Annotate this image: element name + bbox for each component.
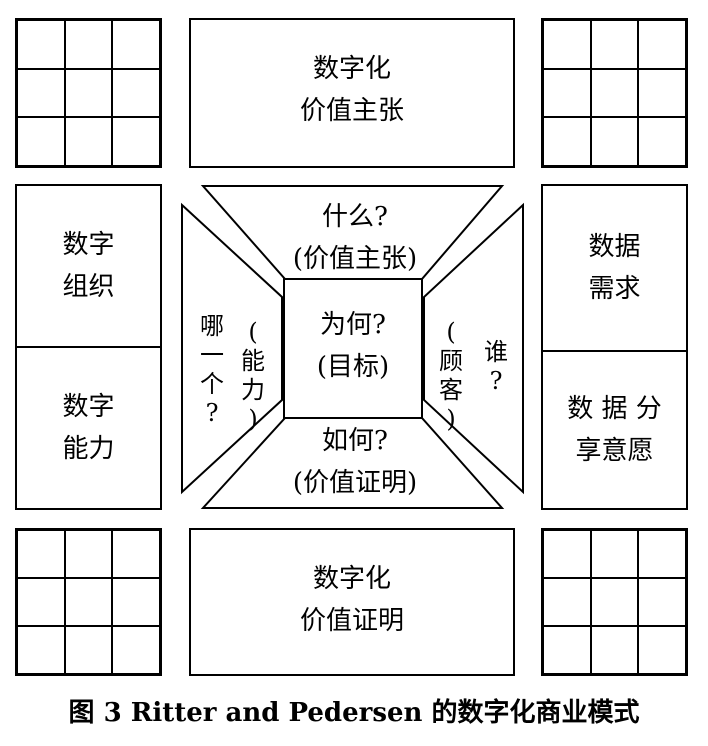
right-trapezoid [423,202,524,495]
data-demand-box: 数据 需求 [541,184,688,352]
data-demand-label: 数据 需求 [588,232,641,304]
left-trapezoid [181,202,283,495]
grid-top-right [541,18,688,168]
left-outer-vertical-label: 哪 一 个 ? [200,312,224,427]
digital-organization-label: 数字 组织 [62,230,115,302]
digital-value-proposition-label: 数字化 价值主张 [299,54,404,126]
figure-caption: 图 3 Ritter and Pedersen 的数字化商业模式 [68,698,640,728]
digital-value-proof-label: 数字化 价值证明 [299,564,404,636]
grid-bottom-right [541,528,688,676]
digital-capability-label: 数字 能力 [62,392,115,464]
digital-capability-box: 数字 能力 [15,346,162,510]
digital-value-proposition-box: 数字化 价值主张 [189,18,515,168]
grid-top-left [15,18,162,168]
digital-organization-box: 数字 组织 [15,184,162,348]
digital-value-proof-box: 数字化 价值证明 [189,528,515,676]
data-sharing-willingness-box: 数 据 分 享意愿 [541,350,688,510]
left-inner-vertical-label: ( 能 力 ) [241,318,265,433]
right-inner-vertical-label: ( 顾 客 ) [439,318,463,433]
grid-bottom-left [15,528,162,676]
data-sharing-willingness-label: 数 据 分 享意愿 [567,394,662,466]
center-square [283,278,423,419]
top-trapezoid-label: 什么? (价值主张) [292,202,418,274]
bottom-trapezoid-label: 如何? (价值证明) [292,426,418,498]
center-purpose-label: 为何? (目标) [316,310,390,382]
right-outer-vertical-label: 谁 ? [484,338,508,395]
